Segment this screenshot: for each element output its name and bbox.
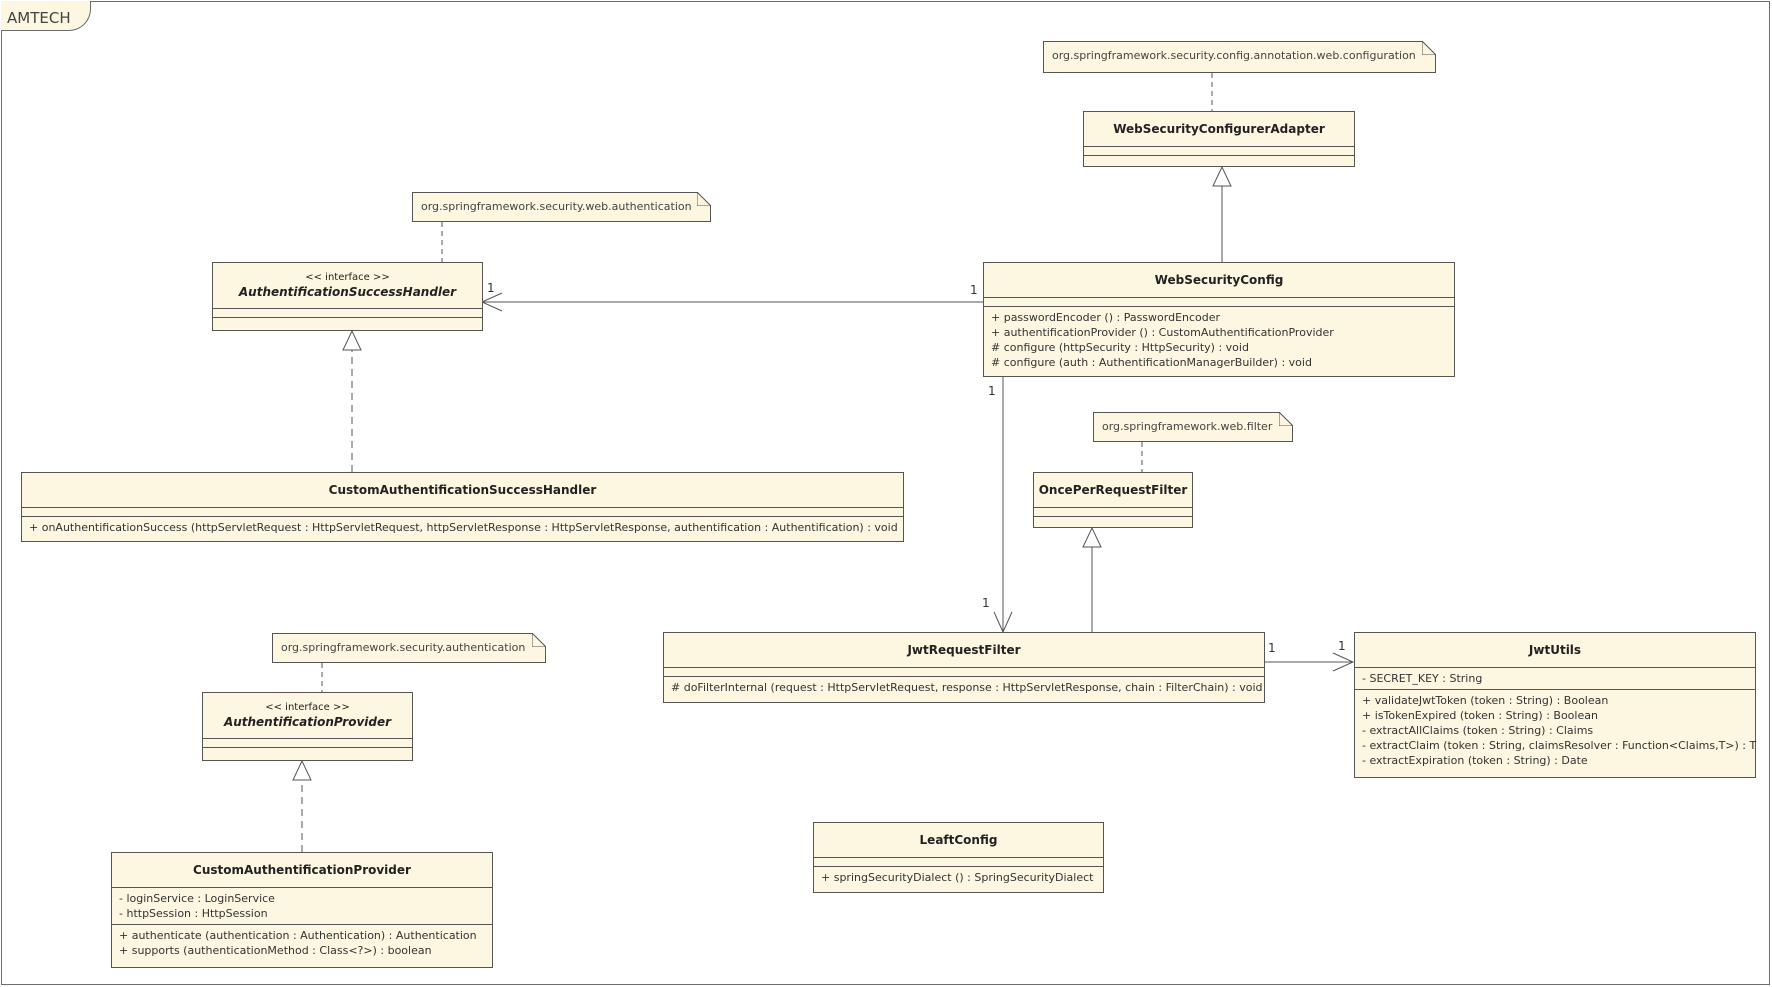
generalization-arrowhead-adapter [1212, 165, 1232, 187]
note-web-filter-text: org.springframework.web.filter [1102, 420, 1273, 433]
attributes-section [664, 668, 1264, 677]
realization-arrowhead-provider [292, 759, 312, 781]
multiplicity-config-handler-target: 1 [487, 281, 495, 295]
operations-section [1034, 517, 1192, 526]
class-name: JwtRequestFilter [907, 643, 1021, 657]
operations-section: + passwordEncoder () : PasswordEncoder +… [984, 307, 1454, 373]
operations-section [213, 318, 482, 327]
note-fold-icon [1279, 412, 1293, 426]
operations-section: # doFilterInternal (request : HttpServle… [664, 677, 1264, 698]
note-fold-icon [532, 633, 546, 647]
operations-section [203, 748, 412, 757]
class-jwt-request-filter[interactable]: JwtRequestFilter # doFilterInternal (req… [663, 632, 1265, 703]
operations-section: + authenticate (authentication : Authent… [112, 925, 492, 961]
multiplicity-filter-utils-source: 1 [1268, 641, 1276, 655]
attributes-section [203, 739, 412, 748]
generalization-arrowhead-filter [1082, 526, 1102, 548]
multiplicity-config-filter-source: 1 [988, 384, 996, 398]
note-config-annotation-text: org.springframework.security.config.anno… [1052, 49, 1416, 62]
attributes-section [1084, 147, 1354, 156]
operation: # configure (auth : AuthentificationMana… [991, 356, 1312, 369]
operation: + validateJwtToken (token : String) : Bo… [1362, 694, 1609, 707]
note-fold-icon [1422, 41, 1436, 55]
operations-section: + validateJwtToken (token : String) : Bo… [1355, 690, 1757, 771]
attributes-section [984, 298, 1454, 307]
note-web-authentication-text: org.springframework.security.web.authent… [421, 200, 692, 213]
class-jwt-utils[interactable]: JwtUtils - SECRET_KEY : String + validat… [1354, 632, 1756, 778]
attribute: - SECRET_KEY : String [1362, 672, 1483, 685]
class-once-per-request-filter[interactable]: OncePerRequestFilter [1033, 472, 1193, 528]
operations-section [1084, 156, 1354, 165]
interface-authentification-success-handler[interactable]: << interface >> AuthentificationSuccessH… [212, 262, 483, 331]
operation: - extractAllClaims (token : String) : Cl… [1362, 724, 1594, 737]
attributes-section [22, 508, 903, 517]
operation: # doFilterInternal (request : HttpServle… [671, 681, 1263, 694]
attribute: - loginService : LoginService [119, 892, 275, 905]
note-web-filter: org.springframework.web.filter [1093, 412, 1293, 442]
class-name: CustomAuthentificationProvider [193, 863, 411, 877]
class-name: OncePerRequestFilter [1038, 483, 1188, 497]
operation: + supports (authenticationMethod : Class… [119, 944, 432, 957]
frame-label: AMTECH [7, 9, 71, 27]
class-custom-authentification-success-handler[interactable]: CustomAuthentificationSuccessHandler + o… [21, 472, 904, 542]
operation: + springSecurityDialect () : SpringSecur… [821, 871, 1094, 884]
stereotype: << interface >> [305, 272, 390, 283]
class-name: WebSecurityConfigurerAdapter [1113, 122, 1325, 136]
attributes-section [213, 309, 482, 318]
class-leaft-config[interactable]: LeaftConfig + springSecurityDialect () :… [813, 822, 1104, 893]
note-web-authentication: org.springframework.security.web.authent… [412, 192, 711, 222]
class-web-security-configurer-adapter[interactable]: WebSecurityConfigurerAdapter [1083, 111, 1355, 167]
class-name: JwtUtils [1528, 643, 1582, 657]
note-fold-icon [697, 192, 711, 206]
operation: + authenticate (authentication : Authent… [119, 929, 477, 942]
operation: - extractClaim (token : String, claimsRe… [1362, 739, 1757, 752]
note-authentication: org.springframework.security.authenticat… [272, 633, 546, 663]
class-web-security-config[interactable]: WebSecurityConfig + passwordEncoder () :… [983, 262, 1455, 377]
operation: + authentificationProvider () : CustomAu… [991, 326, 1334, 339]
class-name: WebSecurityConfig [1154, 273, 1284, 287]
class-name: AuthentificationProvider [223, 715, 392, 729]
multiplicity-config-handler-source: 1 [970, 283, 978, 297]
multiplicity-config-filter-target: 1 [982, 596, 990, 610]
interface-authentification-provider[interactable]: << interface >> AuthentificationProvider [202, 692, 413, 761]
operation: - extractExpiration (token : String) : D… [1362, 754, 1588, 767]
operation: + passwordEncoder () : PasswordEncoder [991, 311, 1221, 324]
multiplicity-filter-utils-target: 1 [1338, 639, 1346, 653]
attributes-section [1034, 508, 1192, 517]
class-name: LeaftConfig [919, 833, 998, 847]
association-arrowhead-utils [1332, 652, 1355, 672]
attributes-section: - loginService : LoginService - httpSess… [112, 888, 492, 925]
note-config-annotation: org.springframework.security.config.anno… [1043, 41, 1436, 73]
operation: + onAuthentificationSuccess (httpServlet… [29, 521, 898, 534]
note-authentication-text: org.springframework.security.authenticat… [281, 641, 526, 654]
operation: # configure (httpSecurity : HttpSecurity… [991, 341, 1249, 354]
attribute: - httpSession : HttpSession [119, 907, 268, 920]
stereotype: << interface >> [265, 702, 350, 713]
class-name: CustomAuthentificationSuccessHandler [328, 483, 597, 497]
operation: + isTokenExpired (token : String) : Bool… [1362, 709, 1598, 722]
attributes-section [814, 858, 1103, 867]
frame-tab: AMTECH [1, 1, 91, 31]
operations-section: + onAuthentificationSuccess (httpServlet… [22, 517, 903, 538]
class-custom-authentification-provider[interactable]: CustomAuthentificationProvider - loginSe… [111, 852, 493, 968]
class-name: AuthentificationSuccessHandler [238, 285, 457, 299]
operations-section: + springSecurityDialect () : SpringSecur… [814, 867, 1103, 888]
attributes-section: - SECRET_KEY : String [1355, 668, 1755, 690]
realization-arrowhead-success-handler [342, 329, 362, 351]
